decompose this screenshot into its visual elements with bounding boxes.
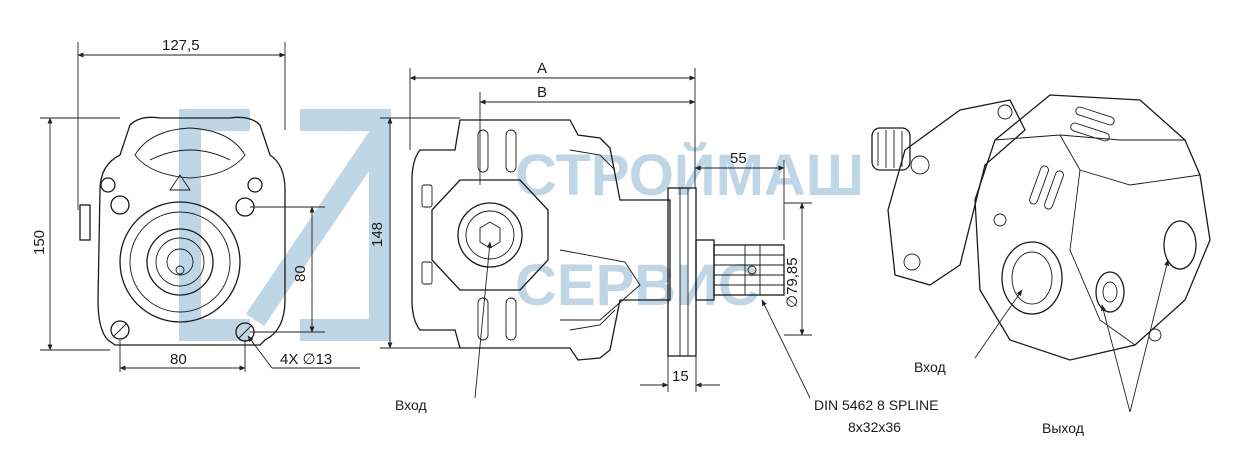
iso-labels: Вход Выход — [914, 259, 1170, 436]
dim-flange-15: 15 — [672, 368, 689, 385]
dim-b: B — [537, 84, 547, 101]
dim-shaft-dia: ∅79,85 — [784, 257, 801, 308]
front-hole-tl — [110, 195, 130, 215]
label-spline-2: 8x32x36 — [848, 419, 901, 435]
iso-view — [871, 94, 1211, 361]
front-top-lobe — [134, 127, 246, 179]
dim-shaft-55: 55 — [730, 150, 747, 167]
iso-shaft — [871, 127, 911, 171]
label-spline-1: DIN 5462 8 SPLINE — [814, 397, 939, 413]
front-shaft-circle — [146, 228, 214, 296]
front-hole-bl — [110, 320, 130, 340]
dim-bolt-h-80: 80 — [170, 351, 187, 368]
dim-height-150: 150 — [31, 230, 48, 255]
front-body-outline — [97, 116, 286, 346]
side-body-outline — [411, 119, 671, 361]
front-shaft-center — [175, 265, 185, 275]
dim-height-148: 148 — [369, 222, 386, 247]
front-dimensions: 127,5 150 80 80 4X ∅13 — [31, 37, 360, 372]
dim-width-127: 127,5 — [162, 37, 200, 54]
label-side-inlet: Вход — [395, 397, 427, 413]
dim-holes-4x13: 4X ∅13 — [280, 351, 332, 368]
iso-rear-flange — [887, 99, 1026, 286]
watermark: СТРОЙМАШ СЕРВИС — [179, 109, 864, 341]
dim-a: A — [537, 60, 547, 77]
dim-bolt-v-80: 80 — [292, 265, 309, 282]
label-iso-inlet: Вход — [914, 359, 946, 375]
front-flange-circle — [119, 201, 241, 323]
watermark-logo — [179, 109, 391, 341]
label-iso-outlet: Выход — [1042, 420, 1084, 436]
front-view — [79, 116, 286, 346]
side-spline — [713, 244, 785, 296]
iso-housing — [974, 94, 1211, 361]
watermark-line2: СЕРВИС — [515, 253, 760, 318]
iso-inlet-port — [1001, 241, 1063, 315]
watermark-line1: СТРОЙМАШ — [515, 143, 864, 208]
side-inlet-port — [457, 202, 523, 268]
side-view — [411, 119, 785, 361]
iso-outlet-port — [1163, 220, 1197, 270]
side-dimensions: A B 148 55 ∅79,85 15 Вход DIN 5462 8 SPL… — [369, 60, 939, 435]
